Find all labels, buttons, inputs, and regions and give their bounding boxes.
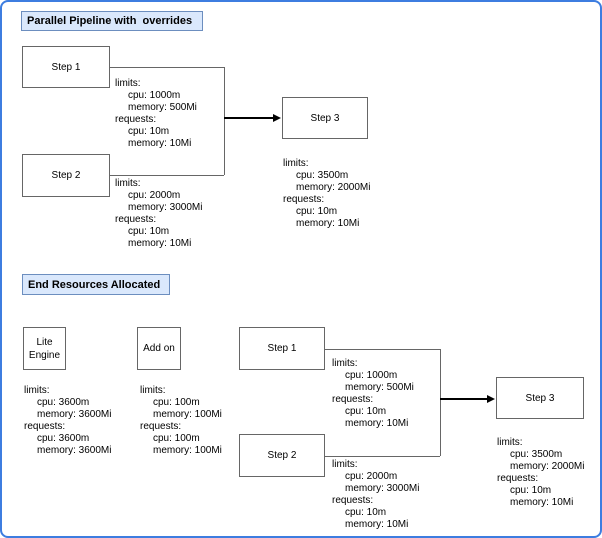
annotation-line: cpu: 3500m (296, 170, 349, 181)
annotation-line: memory: 500Mi (345, 382, 414, 393)
annotation-line: requests: (283, 194, 325, 205)
annotation-add-on-resources: limits: cpu: 100m memory: 100Mi requests… (140, 385, 222, 457)
annotation-line: cpu: 100m (153, 397, 200, 408)
annotation-line: cpu: 10m (128, 226, 170, 237)
annotation-step2-bottom-resources: limits: cpu: 2000m memory: 3000Mi reques… (332, 459, 419, 531)
annotation-line: cpu: 1000m (345, 370, 398, 381)
annotation-line: memory: 100Mi (153, 445, 222, 456)
annotation-line: memory: 10Mi (345, 519, 409, 530)
annotation-line: memory: 10Mi (296, 218, 360, 229)
annotation-step1-top-resources: limits: cpu: 1000m memory: 500Mi request… (115, 78, 197, 150)
annotation-line: limits: (24, 385, 50, 396)
arrow-head-top (273, 114, 281, 122)
node-step1-top: Step 1 (22, 46, 110, 88)
annotation-line: memory: 3000Mi (128, 202, 203, 213)
section-title-parallel-pipeline: Parallel Pipeline with overrides (21, 11, 203, 31)
annotation-line: requests: (140, 421, 182, 432)
node-step2-top: Step 2 (22, 154, 110, 197)
annotation-line: limits: (332, 358, 358, 369)
annotation-line: limits: (115, 78, 141, 89)
arrow-head-bottom (487, 395, 495, 403)
annotation-line: memory: 2000Mi (510, 461, 585, 472)
arrow-line-bottom (440, 398, 488, 400)
annotation-step3-top-resources: limits: cpu: 3500m memory: 2000Mi reques… (283, 158, 370, 230)
annotation-line: memory: 100Mi (153, 409, 222, 420)
annotation-line: memory: 10Mi (128, 238, 192, 249)
annotation-line: memory: 3600Mi (37, 409, 112, 420)
annotation-step1-bottom-resources: limits: cpu: 1000m memory: 500Mi request… (332, 358, 414, 430)
annotation-line: cpu: 3500m (510, 449, 563, 460)
annotation-line: cpu: 10m (128, 126, 170, 137)
connector-step2-top (110, 175, 224, 176)
annotation-line: cpu: 100m (153, 433, 200, 444)
annotation-line: cpu: 3600m (37, 433, 90, 444)
annotation-lite-engine-resources: limits: cpu: 3600m memory: 3600Mi reques… (24, 385, 111, 457)
annotation-line: cpu: 2000m (345, 471, 398, 482)
connector-step2-bottom (325, 456, 440, 457)
annotation-line: requests: (497, 473, 539, 484)
annotation-line: cpu: 10m (510, 485, 552, 496)
annotation-line: limits: (115, 178, 141, 189)
annotation-line: memory: 500Mi (128, 102, 197, 113)
annotation-line: cpu: 10m (345, 406, 387, 417)
node-lite-engine: Lite Engine (23, 327, 66, 370)
node-add-on: Add on (137, 327, 181, 370)
annotation-line: memory: 10Mi (128, 138, 192, 149)
annotation-line: cpu: 3600m (37, 397, 90, 408)
annotation-line: cpu: 10m (345, 507, 387, 518)
annotation-line: memory: 3000Mi (345, 483, 420, 494)
annotation-line: cpu: 2000m (128, 190, 181, 201)
node-step1-bottom: Step 1 (239, 327, 325, 370)
annotation-line: limits: (497, 437, 523, 448)
node-step3-top: Step 3 (282, 97, 368, 139)
connector-step1-top (110, 67, 224, 68)
annotation-line: limits: (332, 459, 358, 470)
annotation-line: memory: 3600Mi (37, 445, 112, 456)
annotation-line: requests: (332, 495, 374, 506)
node-step3-bottom: Step 3 (496, 377, 584, 419)
node-step2-bottom: Step 2 (239, 434, 325, 477)
annotation-line: limits: (283, 158, 309, 169)
section-title-end-resources: End Resources Allocated (22, 274, 170, 295)
annotation-step2-top-resources: limits: cpu: 2000m memory: 3000Mi reques… (115, 178, 202, 250)
annotation-line: limits: (140, 385, 166, 396)
annotation-line: cpu: 10m (296, 206, 338, 217)
annotation-line: requests: (115, 214, 157, 225)
annotation-line: cpu: 1000m (128, 90, 181, 101)
annotation-line: memory: 10Mi (510, 497, 574, 508)
connector-join-bottom (440, 349, 441, 456)
connector-step1-bottom (325, 349, 440, 350)
annotation-line: memory: 2000Mi (296, 182, 371, 193)
annotation-line: requests: (332, 394, 374, 405)
connector-join-top (224, 67, 225, 175)
annotation-line: memory: 10Mi (345, 418, 409, 429)
annotation-line: requests: (24, 421, 66, 432)
annotation-step3-bottom-resources: limits: cpu: 3500m memory: 2000Mi reques… (497, 437, 584, 509)
arrow-line-top (224, 117, 274, 119)
annotation-line: requests: (115, 114, 157, 125)
